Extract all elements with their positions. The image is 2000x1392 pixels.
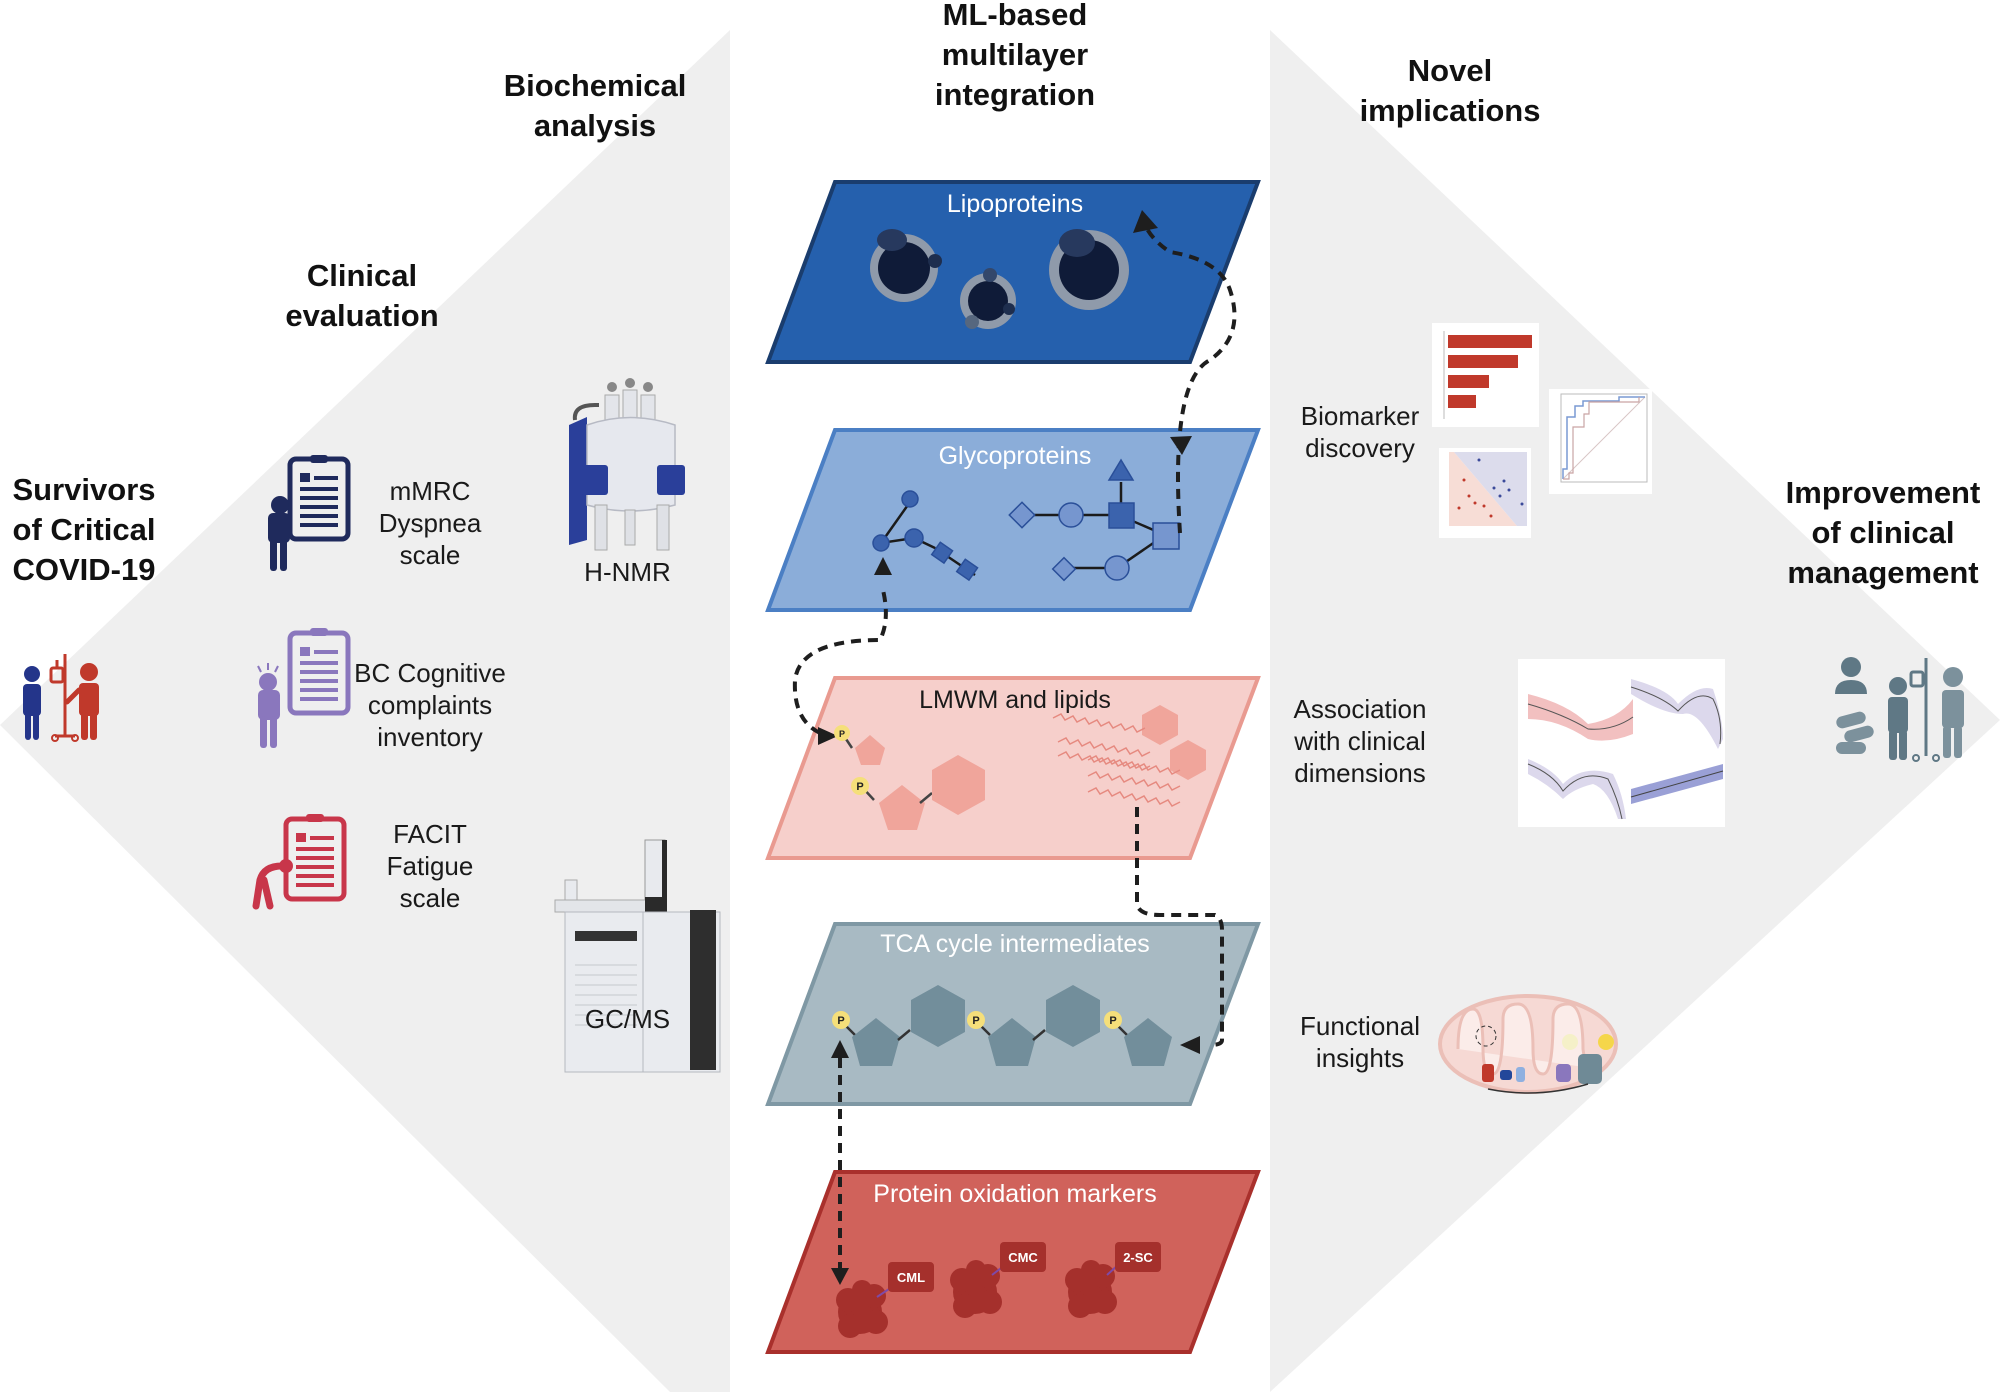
- scale-label-cognitive: BC Cognitive complaints inventory: [354, 658, 506, 752]
- heading-ml-integration: ML-based multilayer integration: [934, 0, 1096, 112]
- arrow-lipo-glyco: [1143, 224, 1237, 534]
- arrow-lmwm-tca: [1135, 807, 1224, 1047]
- phosphate-label: P: [837, 1015, 844, 1027]
- classification-scatter-thumbnail: [1439, 448, 1531, 538]
- instrument-label-gcms: GC/MS: [584, 1004, 671, 1034]
- feature-importance-chart-thumbnail: [1432, 323, 1539, 427]
- phosphate-icon: [834, 725, 850, 741]
- layer-plane-2: [765, 428, 1261, 612]
- arrowhead-glyco-up: [874, 557, 892, 575]
- arrowhead-lipoproteins: [1133, 210, 1158, 233]
- lipoprotein-particle-icon: [1049, 229, 1129, 310]
- cognitive-clipboard-icon: [257, 628, 351, 748]
- phosphate-groups: P P P P P: [832, 725, 1122, 1029]
- marker-tag-2-sc: [1115, 1242, 1161, 1272]
- glycan-monosaccharides: [872, 458, 1180, 582]
- marker-tag-cml: [888, 1262, 934, 1292]
- layer-title-protein-oxidation: Protein oxidation markers: [873, 1180, 1157, 1208]
- lipoprotein-particle-icon: [960, 268, 1016, 329]
- heading-clinical-evaluation: Clinical evaluation: [285, 258, 439, 333]
- left-background-triangle: [0, 30, 730, 1392]
- phosphate-icon: [1104, 1011, 1122, 1029]
- marker-tag-label: 2-SC: [1123, 1250, 1153, 1265]
- layer-title-tca: TCA cycle intermediates: [880, 930, 1150, 958]
- clinical-management-icon: [1835, 657, 1964, 762]
- layer-title-lmwm: LMWM and lipids: [919, 686, 1111, 714]
- arrowheads: [818, 210, 1200, 1285]
- arrowhead-tca-up: [831, 1040, 849, 1058]
- integration-arrows: [792, 224, 1237, 1270]
- implication-functional-insights: Functional insights: [1300, 1011, 1420, 1073]
- scale-label-fatigue: FACIT Fatigue scale: [386, 819, 474, 913]
- marker-tag-label: CML: [897, 1270, 925, 1285]
- clinical-association-plots-thumbnail: [1518, 659, 1725, 827]
- oxidized-proteins: [836, 1260, 1119, 1338]
- nmr-spectrometer-icon: [569, 378, 685, 551]
- phosphate-label: P: [856, 781, 863, 793]
- layer-title-lipoproteins: Lipoproteins: [946, 190, 1084, 218]
- gc-ms-instrument-icon: [554, 839, 721, 1073]
- dyspnea-clipboard-icon: [268, 455, 351, 571]
- heading-biochemical-analysis: Biochemical analysis: [503, 68, 687, 143]
- instrument-label-nmr: H-NMR: [584, 557, 671, 587]
- patients-icon: [23, 654, 99, 742]
- marker-tag-label: CMC: [1008, 1250, 1038, 1265]
- implication-biomarker-discovery: Biomarker discovery: [1300, 401, 1420, 463]
- fatigue-clipboard-icon: [252, 814, 347, 910]
- phosphate-icon: [832, 1011, 850, 1029]
- roc-curve-thumbnail: [1549, 389, 1652, 494]
- implication-clinical-association: Association with clinical dimensions: [1293, 694, 1427, 788]
- phosphate-label: P: [1109, 1015, 1116, 1027]
- mitochondria-diagram-icon: [1438, 994, 1618, 1094]
- tca-molecules: [842, 985, 1172, 1066]
- lmwm-molecules: [842, 705, 1206, 830]
- marker-tag-cmc: [1000, 1242, 1046, 1272]
- heading-novel-implications: Novel implications: [1359, 53, 1541, 128]
- layer-title-glycoproteins: Glycoproteins: [938, 442, 1092, 470]
- scale-label-dyspnea: mMRC Dyspnea scale: [378, 476, 482, 570]
- phosphate-label: P: [839, 729, 845, 739]
- phosphate-icon: [967, 1011, 985, 1029]
- arrowhead-glycoproteins: [1170, 436, 1192, 455]
- oxidation-marker-tags: CML CMC 2-SC: [888, 1242, 1161, 1292]
- heading-survivors: Survivors of Critical COVID-19: [12, 472, 156, 587]
- arrowhead-lmwm: [818, 727, 838, 745]
- phosphate-label: P: [972, 1015, 979, 1027]
- arrowhead-protein: [831, 1268, 849, 1285]
- heading-improvement: Improvement of clinical management: [1785, 475, 1981, 590]
- lipoprotein-particle-icon: [870, 229, 942, 302]
- phosphate-icon: [851, 777, 869, 795]
- arrowhead-tca: [1180, 1036, 1200, 1054]
- lipoprotein-particles: [870, 229, 1129, 329]
